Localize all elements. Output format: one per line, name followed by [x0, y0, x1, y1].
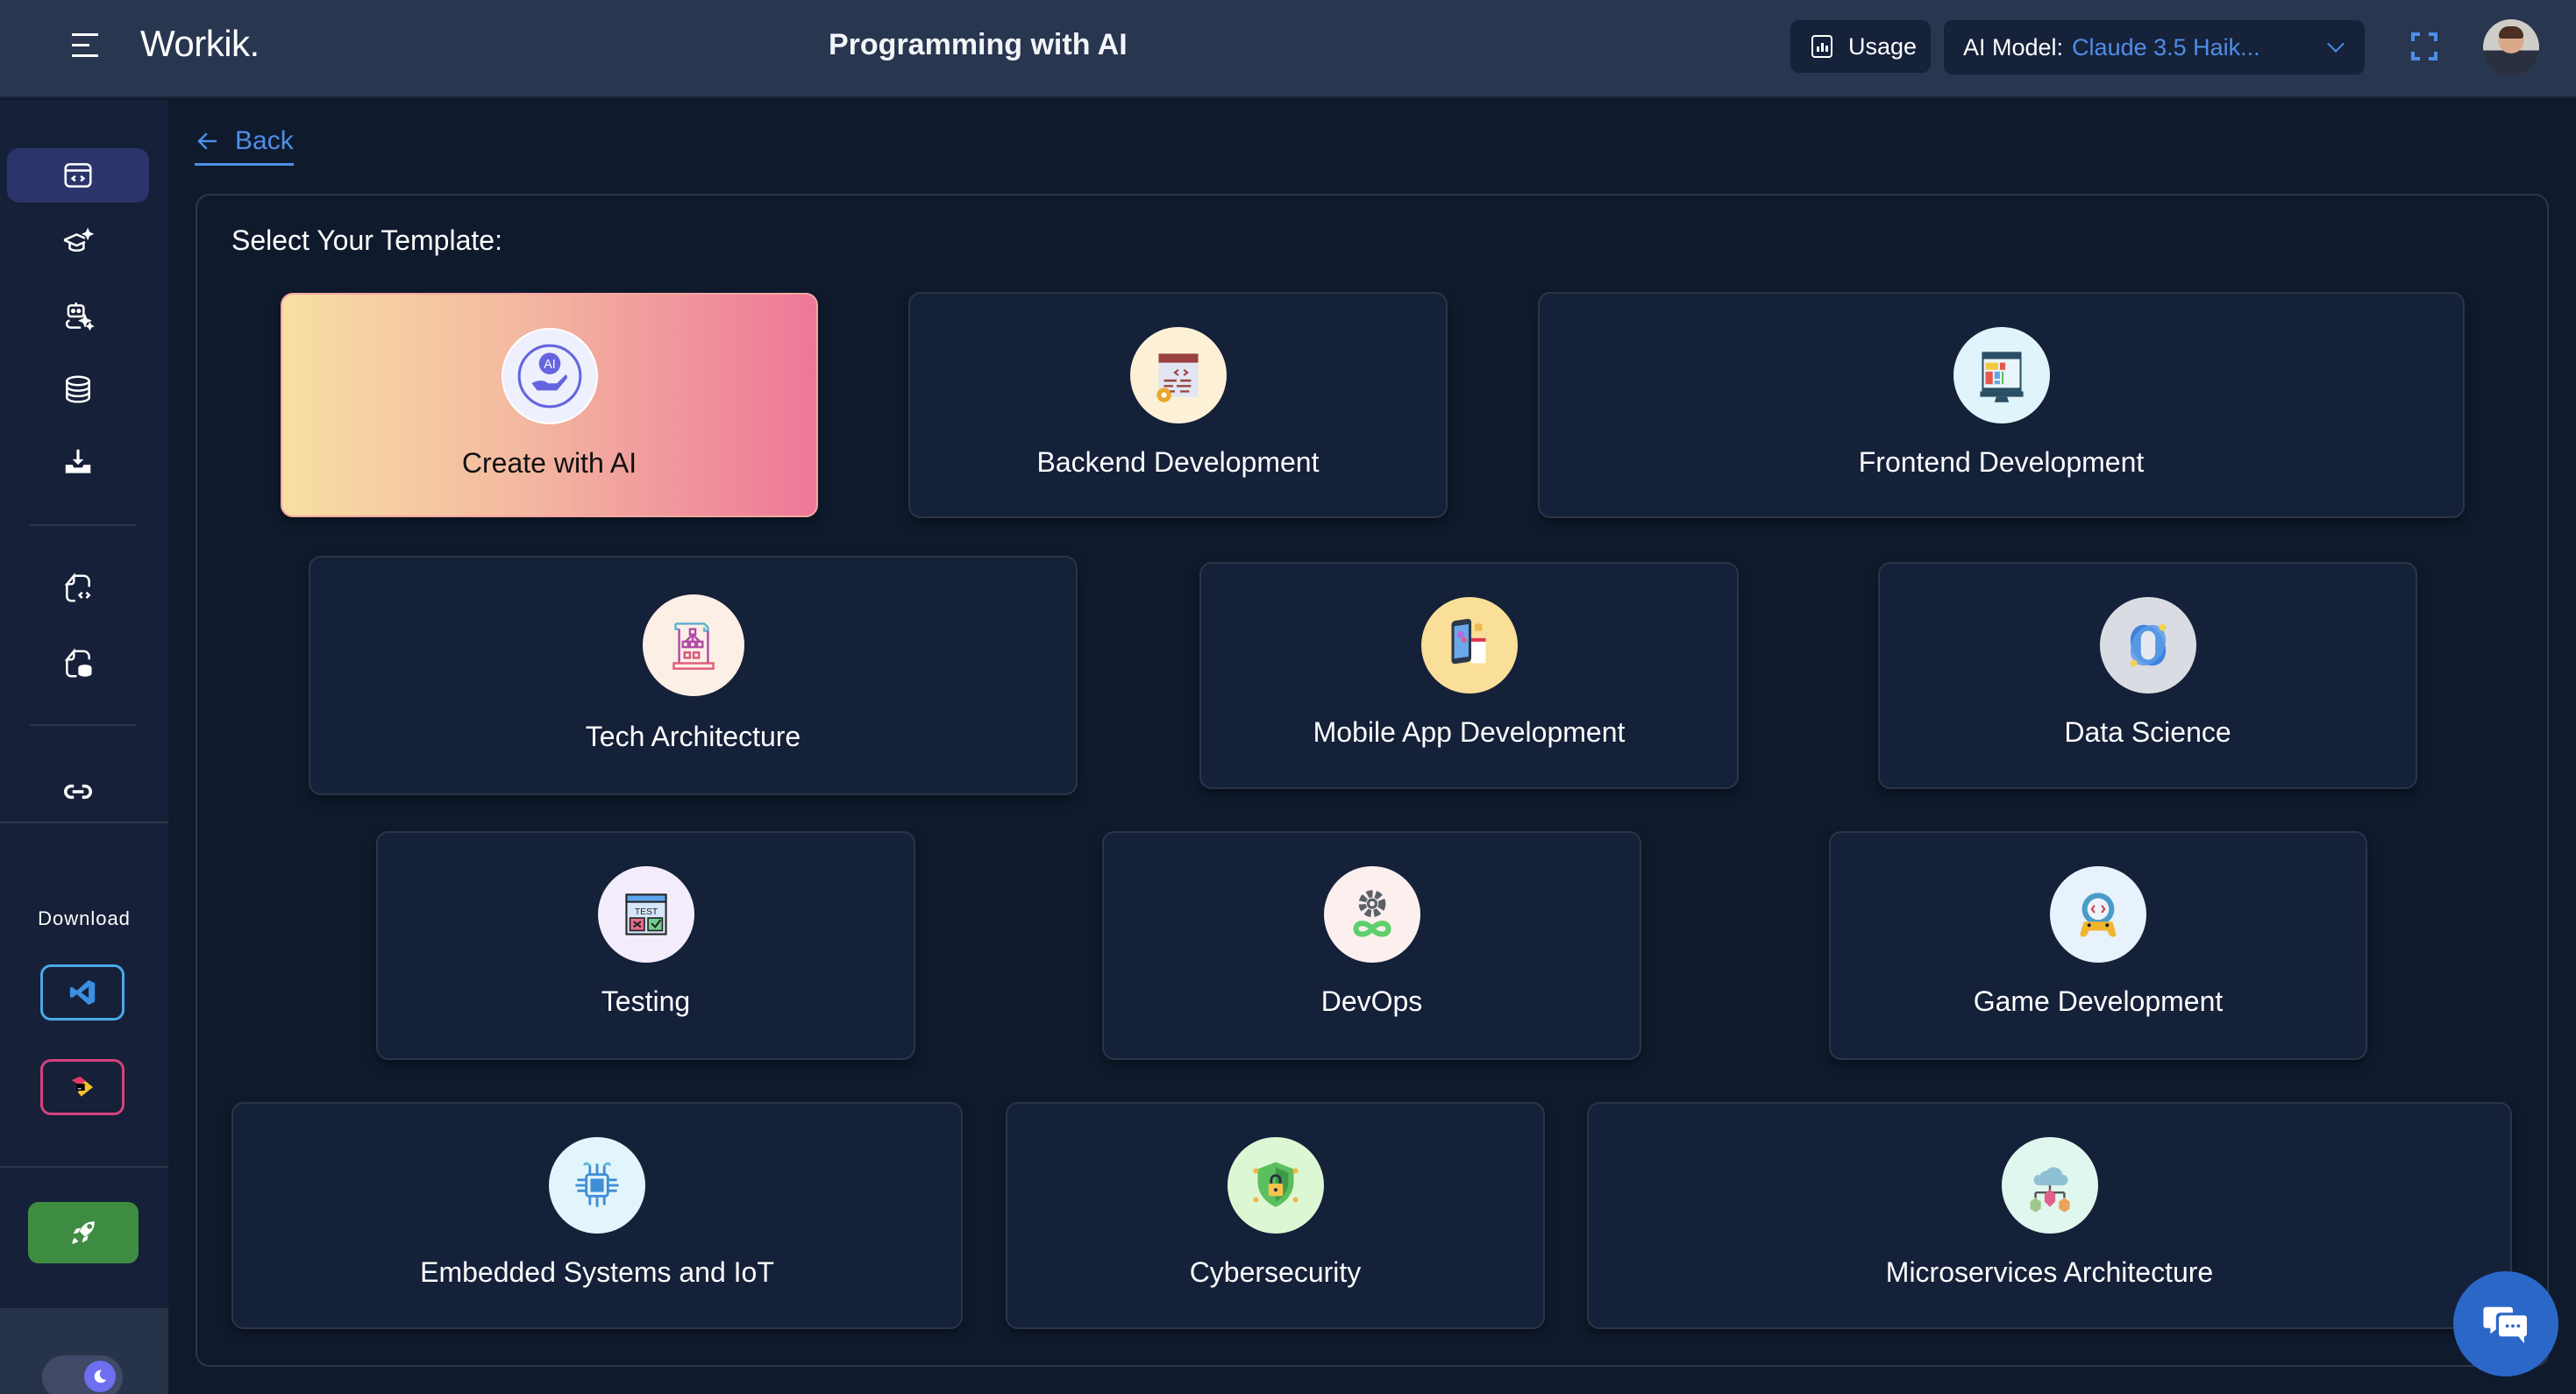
chat-icon [2483, 1306, 2527, 1344]
architecture-icon [642, 594, 744, 696]
data-science-icon [2099, 597, 2196, 693]
panel-title: Select Your Template: [231, 224, 502, 256]
back-link[interactable]: Back [195, 126, 294, 166]
download-label: Download [38, 907, 131, 929]
template-card-tech-architecture[interactable]: Tech Architecture [309, 556, 1078, 795]
template-card-cybersecurity[interactable]: Cybersecurity [1006, 1102, 1545, 1329]
robot-sparkle-icon [65, 302, 95, 331]
sidebar-item-database[interactable] [7, 362, 149, 416]
microservices-icon [2001, 1137, 2098, 1234]
card-label: Mobile App Development [1313, 716, 1626, 748]
fullscreen-icon[interactable] [2411, 32, 2437, 60]
card-label: Backend Development [1036, 446, 1320, 478]
template-card-testing[interactable]: TEST Testing [376, 831, 915, 1060]
sidebar-item-ai-agent[interactable] [7, 289, 149, 344]
launch-button[interactable] [28, 1202, 139, 1263]
template-card-create-with-ai[interactable]: AI Create with AI [281, 293, 818, 517]
model-value: Claude 3.5 Haik... [2072, 33, 2260, 60]
sidebar-item-code-file[interactable] [7, 561, 149, 615]
card-label: DevOps [1320, 985, 1423, 1017]
theme-toggle[interactable] [42, 1355, 123, 1394]
backend-icon [1129, 327, 1227, 423]
shield-lock-icon [1227, 1137, 1324, 1234]
arrow-left-icon [197, 132, 217, 150]
jetbrains-icon [72, 1077, 93, 1097]
code-window-icon [64, 163, 92, 188]
sidebar-edge [168, 100, 175, 1394]
template-card-data-science[interactable]: Data Science [1878, 562, 2417, 789]
graduation-cap-icon [63, 227, 95, 252]
sidebar-item-import[interactable] [7, 435, 149, 489]
rocket-icon [72, 1221, 95, 1244]
vscode-icon [69, 979, 96, 1006]
template-card-devops[interactable]: DevOps [1102, 831, 1641, 1060]
card-label: Tech Architecture [585, 721, 801, 752]
template-card-backend[interactable]: Backend Development [908, 292, 1448, 518]
link-icon [64, 784, 92, 800]
svg-text:AI: AI [544, 358, 556, 372]
card-label: Frontend Development [1858, 446, 2145, 478]
chip-icon [549, 1137, 645, 1234]
chat-support-button[interactable] [2453, 1271, 2558, 1376]
ai-hand-icon: AI [501, 328, 598, 424]
sidebar-item-db-file[interactable] [7, 637, 149, 691]
card-label: Create with AI [461, 447, 637, 479]
menu-icon[interactable] [72, 33, 98, 60]
template-card-game-development[interactable]: Game Development [1829, 831, 2367, 1060]
game-dev-icon [2050, 866, 2146, 963]
page-title: Programming with AI [829, 28, 1128, 61]
download-vscode-button[interactable] [40, 964, 125, 1021]
template-card-embedded-iot[interactable]: Embedded Systems and IoT [231, 1102, 963, 1329]
sidebar-item-learning[interactable] [7, 216, 149, 270]
card-label: Game Development [1973, 985, 2224, 1017]
sidebar-divider [30, 524, 137, 526]
avatar[interactable] [2483, 19, 2539, 75]
database-icon [66, 375, 90, 403]
template-card-frontend[interactable]: Frontend Development [1538, 292, 2465, 518]
usage-label: Usage [1848, 32, 1918, 60]
card-label: Data Science [2064, 716, 2231, 748]
bar-chart-icon [1811, 35, 1832, 58]
logo[interactable]: Workik. [140, 23, 260, 64]
top-header: Workik. Programming with AI Usage AI Mod… [0, 0, 2576, 98]
usage-button[interactable]: Usage [1790, 20, 1931, 73]
sidebar-divider [0, 1166, 168, 1168]
code-file-icon [64, 573, 91, 602]
sidebar-divider [30, 724, 137, 726]
mobile-app-icon [1420, 597, 1518, 693]
chevron-down-icon [2327, 35, 2345, 53]
sidebar-item-code-window[interactable] [7, 148, 149, 203]
frontend-icon [1953, 327, 2050, 423]
testing-icon: TEST [597, 866, 694, 963]
card-label: Cybersecurity [1189, 1256, 1362, 1288]
template-card-mobile-app[interactable]: Mobile App Development [1199, 562, 1739, 789]
moon-icon [84, 1361, 116, 1392]
database-file-icon [64, 648, 92, 678]
card-label: Microservices Architecture [1885, 1256, 2214, 1288]
download-tray-icon [65, 449, 91, 473]
ai-model-select[interactable]: AI Model: Claude 3.5 Haik... [1944, 20, 2365, 75]
svg-text:TEST: TEST [634, 907, 658, 917]
devops-icon [1323, 866, 1420, 963]
card-label: Testing [601, 985, 691, 1017]
model-label: AI Model: [1963, 33, 2064, 60]
template-card-microservices[interactable]: Microservices Architecture [1587, 1102, 2512, 1329]
download-jetbrains-button[interactable] [40, 1059, 125, 1115]
card-label: Embedded Systems and IoT [420, 1256, 774, 1288]
sidebar-item-link[interactable] [7, 765, 149, 819]
sidebar-divider [0, 821, 168, 823]
back-label: Back [235, 126, 294, 155]
